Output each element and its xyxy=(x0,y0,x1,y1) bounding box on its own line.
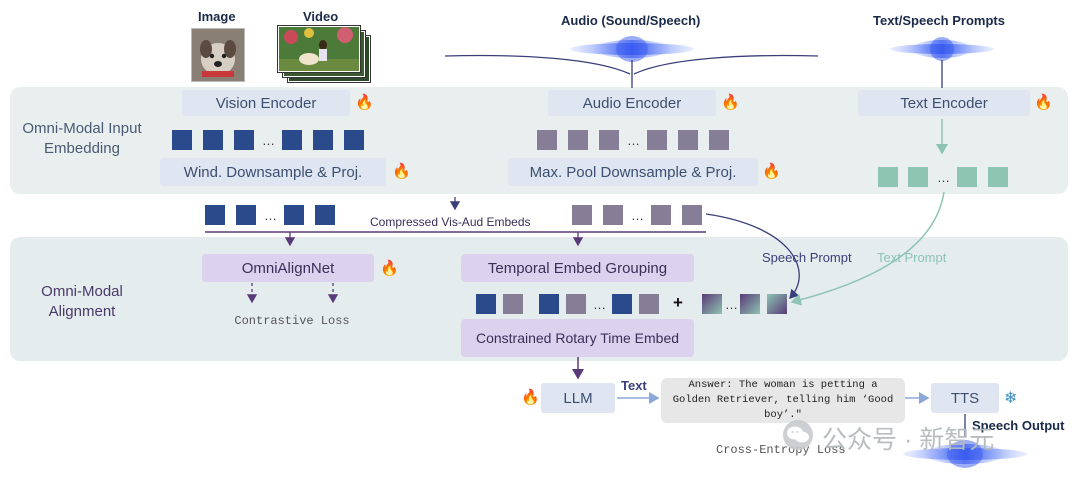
audio-waveform-icon xyxy=(570,36,694,62)
flame-icon: 🔥 xyxy=(521,389,540,406)
prompt-token xyxy=(767,294,787,314)
audio-token xyxy=(651,205,671,225)
video-label: Video xyxy=(303,9,339,24)
omnialignnet-block: OmniAlignNet xyxy=(202,254,374,282)
ellipsis: … xyxy=(593,297,606,312)
text-prompt-label: Text Prompt xyxy=(877,250,947,265)
tts-block: TTS xyxy=(931,383,999,413)
prompt-token xyxy=(740,294,760,314)
video-thumbnail-stack xyxy=(278,26,372,82)
compressed-embeds-label: Compressed Vis-Aud Embeds xyxy=(370,215,531,229)
text-token xyxy=(988,167,1008,187)
input-embedding-section-label: Omni-Modal Input Embedding xyxy=(22,120,142,157)
text-arrow-label: Text xyxy=(621,378,647,393)
vision-token xyxy=(234,130,254,150)
audio-token xyxy=(599,130,619,150)
flame-icon: 🔥 xyxy=(762,163,781,180)
vision-token xyxy=(612,294,632,314)
audio-token xyxy=(503,294,523,314)
dog-image-thumbnail xyxy=(191,28,245,82)
audio-token xyxy=(568,130,588,150)
flame-icon: 🔥 xyxy=(721,94,740,111)
audio-token xyxy=(566,294,586,314)
audio-token xyxy=(572,205,592,225)
vision-token xyxy=(282,130,302,150)
ellipsis: … xyxy=(937,170,950,185)
vision-token xyxy=(172,130,192,150)
snowflake-icon: ❄ xyxy=(1004,390,1018,407)
vision-token xyxy=(476,294,496,314)
audio-token xyxy=(678,130,698,150)
audio-encoder-block: Audio Encoder xyxy=(548,90,716,116)
plus-sign: + xyxy=(673,293,683,312)
audio-token xyxy=(709,130,729,150)
alignment-section-label: Omni-Modal Alignment xyxy=(41,283,123,320)
ellipsis: … xyxy=(725,297,738,312)
text-token xyxy=(957,167,977,187)
ellipsis: … xyxy=(631,208,644,223)
audio-token xyxy=(639,294,659,314)
vision-token xyxy=(315,205,335,225)
vision-token xyxy=(344,130,364,150)
rotary-time-embed-block: Constrained Rotary Time Embed xyxy=(461,319,694,357)
llm-block: LLM xyxy=(541,383,615,413)
speech-output-label: Speech Output xyxy=(972,418,1065,433)
speech-output-waveform-icon xyxy=(903,440,1027,468)
vision-token xyxy=(284,205,304,225)
contrastive-loss-label: Contrastive Loss xyxy=(234,314,350,328)
temporal-grouping-block: Temporal Embed Grouping xyxy=(461,254,694,282)
vision-token xyxy=(205,205,225,225)
audio-token xyxy=(537,130,557,150)
audio-token xyxy=(647,130,667,150)
vision-token xyxy=(203,130,223,150)
text-token xyxy=(878,167,898,187)
watermark-text: 公众号 · 新智元 xyxy=(822,426,995,454)
flame-icon: 🔥 xyxy=(1034,94,1053,111)
window-downsample-block: Wind. Downsample & Proj. xyxy=(160,158,386,186)
text-encoder-block: Text Encoder xyxy=(858,90,1030,116)
flame-icon: 🔥 xyxy=(380,260,399,277)
audio-token xyxy=(603,205,623,225)
vision-token xyxy=(313,130,333,150)
ellipsis: … xyxy=(627,133,640,148)
text-token xyxy=(908,167,928,187)
wechat-icon xyxy=(783,420,813,450)
flame-icon: 🔥 xyxy=(392,163,411,180)
flame-icon: 🔥 xyxy=(355,94,374,111)
maxpool-downsample-block: Max. Pool Downsample & Proj. xyxy=(508,158,758,186)
vision-token xyxy=(539,294,559,314)
answer-box: Answer: The woman is petting a Golden Re… xyxy=(661,378,905,423)
audio-label: Audio (Sound/Speech) xyxy=(561,13,701,28)
audio-token xyxy=(682,205,702,225)
prompt-token xyxy=(702,294,722,314)
cross-entropy-loss-label: Cross-Entropy Loss xyxy=(716,443,846,457)
vision-encoder-block: Vision Encoder xyxy=(182,90,350,116)
text-prompts-label: Text/Speech Prompts xyxy=(873,13,1005,28)
ellipsis: … xyxy=(262,133,275,148)
image-label: Image xyxy=(198,9,236,24)
vision-token xyxy=(236,205,256,225)
speech-prompt-label: Speech Prompt xyxy=(762,250,852,265)
ellipsis: … xyxy=(264,208,277,223)
text-speech-waveform-icon xyxy=(890,37,994,61)
